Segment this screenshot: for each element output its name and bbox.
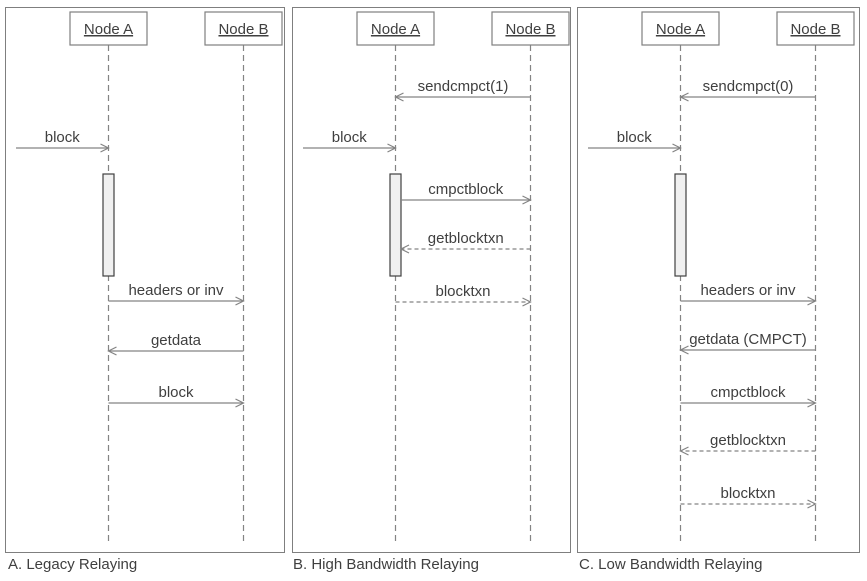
message-label: getblocktxn — [710, 432, 786, 449]
panel-low-bandwidth-relaying-diagram: Node A Node B sendcmpct(0) block headers or … — [588, 11, 855, 544]
message-getblocktxn: getblocktxn — [679, 432, 816, 456]
arrowhead-icon — [235, 296, 245, 306]
message-label: getblocktxn — [428, 230, 504, 247]
message-label: blocktxn — [720, 485, 775, 502]
message-label: block — [332, 129, 368, 146]
message-block: block — [303, 129, 397, 153]
arrowhead-icon — [522, 297, 532, 307]
activation-bar-node-a — [102, 173, 115, 277]
node-a-label: Node A — [371, 21, 420, 38]
arrowhead-icon — [679, 92, 689, 102]
message-headers-or-inv: headers or inv — [680, 282, 817, 306]
node-b-box — [491, 11, 570, 46]
message-blocktxn: blocktxn — [395, 283, 532, 307]
message-label: blocktxn — [435, 283, 490, 300]
message-sendcmpct-1: sendcmpct(1) — [394, 78, 531, 102]
arrowhead-icon — [807, 296, 817, 306]
message-label: headers or inv — [128, 282, 224, 299]
arrowhead-icon — [672, 143, 682, 153]
node-b-label: Node B — [505, 21, 555, 38]
arrowhead-icon — [235, 398, 245, 408]
panel-legacy-relaying-diagram: Node A Node B block headers or inv getdata bl… — [16, 11, 283, 544]
message-cmpctblock: cmpctblock — [401, 181, 532, 205]
message-getdata: getdata — [107, 332, 244, 356]
arrowhead-icon — [394, 92, 404, 102]
caption-low-bandwidth-relaying: C. Low Bandwidth Relaying — [579, 556, 763, 573]
node-a-box — [641, 11, 720, 46]
message-label: getdata (CMPCT) — [689, 331, 807, 348]
message-label: headers or inv — [700, 282, 796, 299]
node-a-label: Node A — [84, 21, 133, 38]
node-b-label: Node B — [218, 21, 268, 38]
arrowhead-icon — [679, 446, 689, 456]
message-label: cmpctblock — [710, 384, 786, 401]
node-a-box — [356, 11, 435, 46]
message-label: getdata — [151, 332, 202, 349]
message-getdata-cmpct: getdata (CMPCT) — [679, 331, 816, 355]
arrowhead-icon — [522, 195, 532, 205]
activation-bar-node-a — [674, 173, 687, 277]
caption-legacy-relaying: A. Legacy Relaying — [8, 556, 138, 573]
message-label: sendcmpct(1) — [418, 78, 509, 95]
arrowhead-icon — [100, 143, 110, 153]
node-a-label: Node A — [656, 21, 705, 38]
panel-legacy-relaying: Node A Node B block headers or inv getdata bl… — [5, 7, 285, 553]
arrowhead-icon — [679, 345, 689, 355]
arrowhead-icon — [807, 398, 817, 408]
message-sendcmpct-0: sendcmpct(0) — [679, 78, 816, 102]
message-headers-or-inv: headers or inv — [108, 282, 245, 306]
message-block: block — [108, 384, 245, 408]
activation-bar-node-a — [389, 173, 402, 277]
node-b-box — [204, 11, 283, 46]
panel-high-bandwidth-relaying: Node A Node B sendcmpct(1) block cmpctblock g… — [292, 7, 571, 553]
node-a-box — [69, 11, 148, 46]
arrowhead-icon — [399, 244, 410, 254]
message-cmpctblock: cmpctblock — [680, 384, 817, 408]
message-block: block — [588, 129, 682, 153]
message-label: block — [45, 129, 81, 146]
node-b-box — [776, 11, 855, 46]
message-block: block — [16, 129, 110, 153]
caption-high-bandwidth-relaying: B. High Bandwidth Relaying — [293, 556, 479, 573]
arrowhead-icon — [387, 143, 397, 153]
arrowhead-icon — [807, 499, 817, 509]
message-label: cmpctblock — [428, 181, 504, 198]
message-getblocktxn: getblocktxn — [399, 230, 531, 254]
message-label: block — [158, 384, 194, 401]
node-b-label: Node B — [790, 21, 840, 38]
panel-high-bandwidth-relaying-diagram: Node A Node B sendcmpct(1) block cmpctblock g… — [303, 11, 570, 544]
message-label: sendcmpct(0) — [703, 78, 794, 95]
message-label: block — [617, 129, 653, 146]
panel-low-bandwidth-relaying: Node A Node B sendcmpct(0) block headers or … — [577, 7, 860, 553]
arrowhead-icon — [107, 346, 117, 356]
message-blocktxn: blocktxn — [680, 485, 817, 509]
